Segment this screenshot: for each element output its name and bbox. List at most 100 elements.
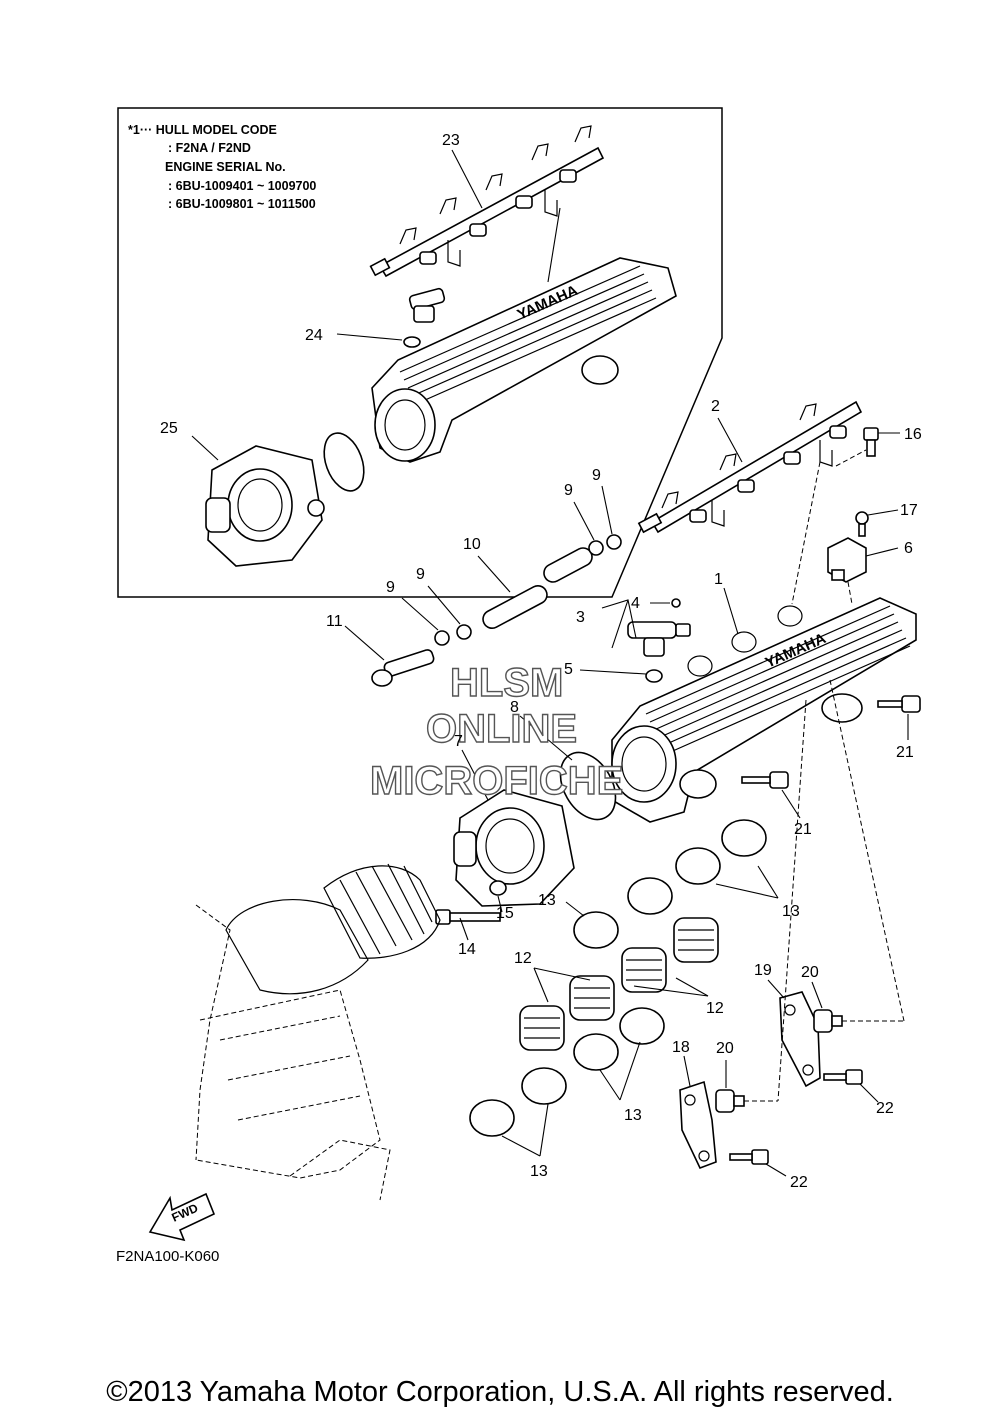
bolt-14 [435, 909, 501, 925]
leader-11 [344, 625, 385, 661]
callout-numbers: 2 16 17 6 9 9 10 1 9 9 4 3 11 5 8 7 21 2… [160, 132, 922, 1191]
callout-12-a: 12 [514, 950, 532, 967]
callout-9-d: 9 [416, 566, 425, 583]
callout-18: 18 [672, 1039, 690, 1056]
leader-9a [573, 501, 595, 541]
callout-7: 7 [454, 733, 463, 750]
leader-23b [547, 207, 561, 283]
inset-box-frame [117, 107, 723, 598]
o-ring-8 [559, 751, 617, 821]
leader-15 [497, 895, 503, 913]
leader-10 [477, 555, 511, 593]
throttle-body-7 [453, 789, 575, 907]
hose-upper [543, 547, 593, 583]
joint-hoses-12 [519, 917, 719, 1051]
damper-20-lower [715, 1089, 745, 1113]
intake-duct [225, 863, 441, 995]
leader-14 [459, 917, 469, 941]
fitting-11 [371, 649, 435, 687]
hose-10 [482, 584, 548, 630]
callout-2: 2 [711, 398, 720, 415]
leader-9b [601, 485, 613, 535]
leader-7 [461, 749, 489, 801]
callout-19: 19 [754, 962, 772, 979]
callout-3: 3 [576, 609, 585, 626]
watermark-line-2: ONLINE [426, 707, 577, 751]
callout-22-b: 22 [790, 1174, 808, 1191]
throttle-body-25 [205, 445, 325, 567]
leader-6 [865, 547, 899, 557]
callout-22-a: 22 [876, 1100, 894, 1117]
callout-21-a: 21 [896, 744, 914, 761]
leader-24 [336, 333, 403, 341]
bracket-18 [679, 1080, 717, 1170]
dash-rail-bolt [835, 449, 867, 467]
callout-13-d: 13 [530, 1163, 548, 1180]
hose-clamps-9 [434, 534, 622, 646]
callout-1: 1 [714, 571, 723, 588]
leader-25 [191, 435, 219, 461]
bolt-22-lower [729, 1149, 769, 1165]
leader-22b [765, 1163, 787, 1177]
callout-9-c: 9 [386, 579, 395, 596]
leader-23 [451, 149, 483, 209]
inset-line-1: *1··· HULL MODEL CODE [128, 123, 277, 137]
screw-17 [855, 511, 869, 537]
callout-8: 8 [510, 699, 519, 716]
watermark: HLSM ONLINE MICROFICHE [369, 660, 624, 803]
leader-19 [767, 979, 785, 999]
seal-5 [645, 669, 663, 683]
leader-9d [427, 585, 461, 625]
bolt-16 [863, 427, 879, 457]
leaders-13-12 [501, 865, 779, 1157]
clamps-13 [469, 819, 767, 1137]
watermark-line-3: MICROFICHE [370, 759, 623, 803]
sensor-6 [827, 537, 867, 583]
watermark-line-1: HLSM [450, 661, 563, 705]
callout-20-b: 20 [716, 1040, 734, 1057]
callout-21-b: 21 [794, 821, 812, 838]
callout-11: 11 [326, 613, 343, 630]
drawing-code: F2NA100-K060 [116, 1248, 219, 1265]
dash-rail-to-manifold [791, 461, 821, 605]
washer-4 [671, 598, 681, 608]
callout-12-b: 12 [706, 1000, 724, 1017]
callout-13-c: 13 [624, 1107, 642, 1124]
damper-20-upper [813, 1009, 843, 1033]
callout-4: 4 [631, 595, 640, 612]
bolt-21-upper [877, 695, 921, 713]
bolt-21-lower [741, 771, 789, 789]
inset-line-4: : 6BU-1009401 ~ 1009700 [168, 179, 316, 193]
callout-6: 6 [904, 540, 913, 557]
fuel-rail-2 [637, 400, 863, 534]
callout-10: 10 [463, 536, 481, 553]
hull-outline [195, 904, 391, 1201]
leader-1 [723, 587, 739, 635]
bolt-22-upper [823, 1069, 863, 1085]
inset-intake-manifold [371, 257, 677, 463]
injector-24 [403, 287, 446, 348]
fwd-arrow-icon [148, 1192, 216, 1242]
callout-23: 23 [442, 132, 460, 149]
washer-15 [489, 880, 507, 896]
leader-9c [401, 597, 439, 631]
inset-o-ring [323, 432, 365, 492]
copyright-notice: ©2013 Yamaha Motor Corporation, U.S.A. A… [106, 1376, 894, 1408]
leader-8 [519, 715, 573, 761]
leader-20a [811, 981, 823, 1009]
callout-25: 25 [160, 420, 178, 437]
callout-24: 24 [305, 327, 323, 344]
dash-sensor [847, 581, 853, 605]
inset-line-3: ENGINE SERIAL No. [165, 160, 286, 174]
inset-line-2: : F2NA / F2ND [168, 141, 251, 155]
callout-13-a: 13 [538, 892, 556, 909]
callout-14: 14 [458, 941, 476, 958]
leader-17 [867, 509, 899, 516]
fuel-rail-23 [369, 125, 605, 278]
leader-22a [859, 1083, 879, 1103]
callout-5: 5 [564, 661, 573, 678]
callout-15: 15 [496, 905, 514, 922]
injector-3 [627, 621, 691, 657]
callout-20-a: 20 [801, 964, 819, 981]
